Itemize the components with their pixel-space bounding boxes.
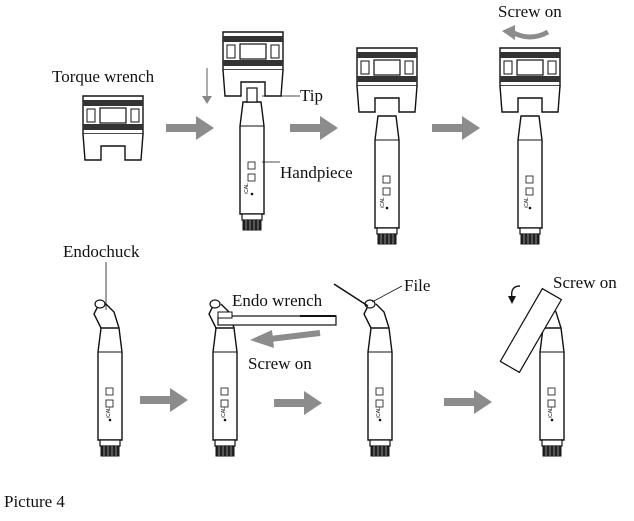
rotate-arrow-curve	[510, 29, 550, 40]
brand-mark-1: iCAL	[244, 183, 250, 194]
tip-label: Tip	[300, 86, 323, 105]
arrow-6	[444, 390, 492, 414]
step-8-screw-on	[499, 285, 565, 457]
file-needle	[333, 283, 369, 307]
rotate-arrow-head	[502, 25, 515, 40]
arrow-3	[432, 116, 480, 140]
file-label: File	[404, 276, 430, 295]
screw-arrow-shaft	[269, 330, 321, 342]
brand-mark-2: iCAL	[380, 197, 386, 208]
brand-mark-6: iCAL	[376, 407, 382, 418]
screw-on-label-2: Screw on	[248, 354, 312, 373]
endochuck-label: Endochuck	[63, 242, 140, 261]
step-1-torque-wrench	[82, 95, 144, 161]
step-5-endochuck	[93, 262, 123, 457]
screw-arrow-head	[250, 330, 274, 348]
brand-mark-7: iCAL	[548, 407, 554, 418]
rotate-icon-head	[508, 296, 516, 304]
endo-wrench-label: Endo wrench	[232, 291, 323, 310]
step-2-wrench-over-tip	[202, 31, 300, 231]
torque-wrench-label: Torque wrench	[52, 67, 155, 86]
screw-on-label-3: Screw on	[553, 273, 617, 292]
handpiece-label: Handpiece	[280, 163, 353, 182]
arrow-1	[166, 116, 214, 140]
down-arrow-head	[202, 96, 212, 104]
step-4-screw-on	[499, 25, 561, 245]
arrow-2	[290, 116, 338, 140]
step-3-wrench-engaged	[356, 47, 418, 245]
brand-mark-4: iCAL	[106, 407, 112, 418]
brand-mark-3: iCAL	[524, 197, 530, 208]
arrow-5	[274, 391, 322, 415]
figure-caption: Picture 4	[4, 492, 65, 511]
screw-on-label-1: Screw on	[498, 2, 562, 21]
tip-shape	[246, 87, 258, 103]
arrow-4	[140, 388, 188, 412]
angled-endo-wrench	[499, 287, 563, 374]
step-6-endo-wrench	[208, 299, 337, 457]
brand-mark-5: iCAL	[221, 407, 227, 418]
endo-wrench-bar	[217, 315, 337, 326]
step-7-file	[333, 283, 403, 457]
handpiece-marks: iCAL iCAL iCAL iCAL iCAL iCAL iCAL	[106, 183, 554, 418]
